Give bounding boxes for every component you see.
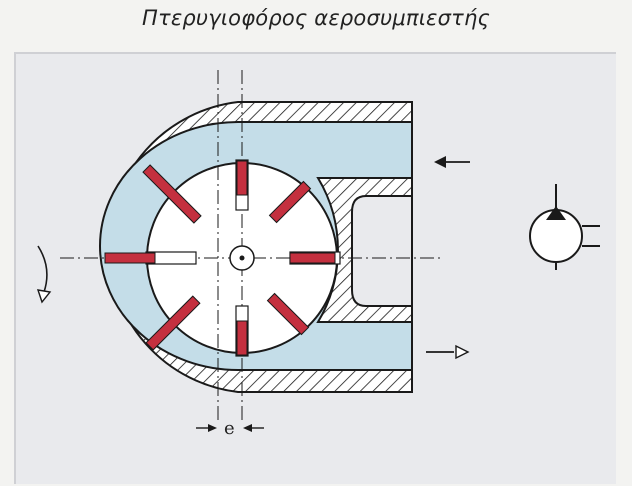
rotation-arrow-icon [36,245,52,304]
vane-bottom-left [145,295,201,351]
shaft-center [239,255,245,261]
vane-left [104,252,156,264]
arrow-left-icon [434,156,470,168]
vane-bottom-right [266,292,310,336]
page-title: Πτερυγιοφόρος αεροσυμπιεστής [141,6,490,30]
vane-top-right [268,180,312,224]
eccentricity-dimension: e [196,418,264,439]
center-lines [60,70,440,420]
vane-top [236,160,248,196]
compressor-symbol-icon [529,184,600,270]
vanes [104,160,336,356]
eccentricity-label: e [224,418,235,439]
vane-right [289,252,336,264]
arrow-right-icon [426,344,470,360]
housing-notch [351,195,413,307]
vane-bottom [236,320,248,356]
vane-top-left [142,164,202,224]
